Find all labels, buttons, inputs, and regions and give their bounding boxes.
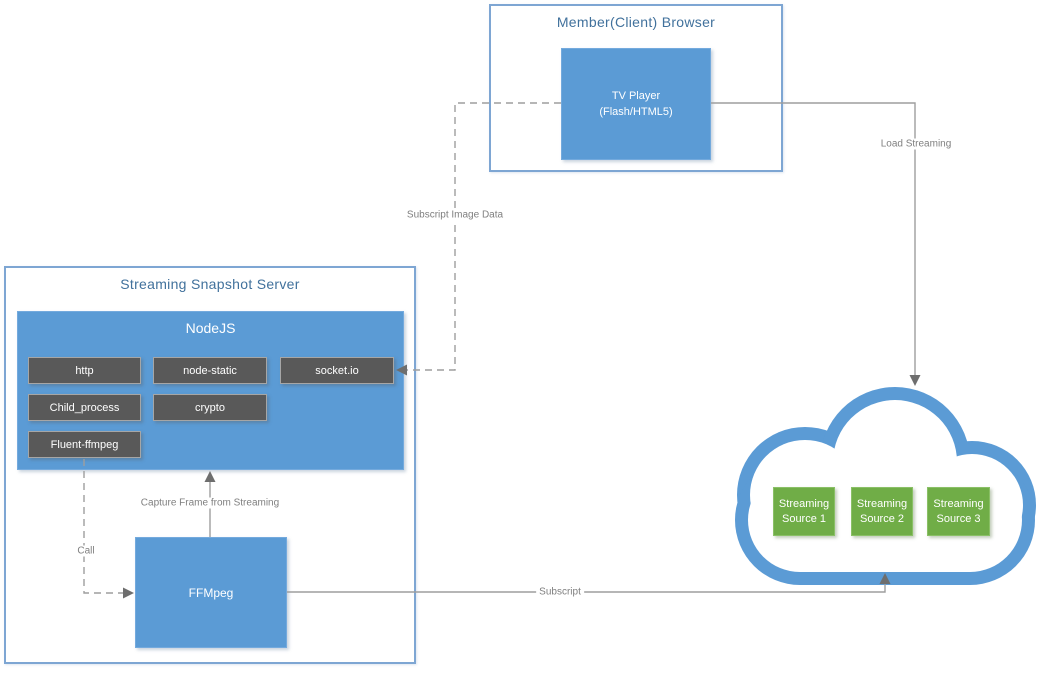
streaming-source-2-node: Streaming Source 2 [851,487,913,536]
streaming-source-1-line1: Streaming [778,497,830,510]
tv-player-label-line1: TV Player [611,90,661,102]
module-fluent-ffmpeg: Fluent-ffmpeg [28,431,141,458]
module-socket-io: socket.io [280,357,394,384]
module-crypto: crypto [153,394,267,421]
subscript-label: Subscript [536,586,584,598]
module-http: http [28,357,141,384]
arrowhead-into-cloud-bottom [879,573,891,584]
ffmpeg-node: FFMpeg [135,537,287,648]
streaming-source-3-line1: Streaming [933,497,984,510]
streaming-source-3-node: Streaming Source 3 [927,487,990,536]
capture-frame-label: Capture Frame from Streaming [137,497,283,509]
streaming-source-1-line2: Source 1 [781,512,827,525]
ffmpeg-label: FFMpeg [188,585,234,600]
member-browser-title: Member(Client) Browser [556,14,716,30]
module-node-static: node-static [153,357,267,384]
tv-player-label-line2: (Flash/HTML5) [599,106,673,118]
nodejs-title: NodeJS [185,320,236,336]
snapshot-server-title: Streaming Snapshot Server [120,276,300,292]
call-label: Call [74,545,98,557]
streaming-source-2-line2: Source 2 [859,512,905,525]
streaming-source-3-line2: Source 3 [936,512,981,525]
arrowhead-into-cloud-top [909,375,921,386]
load-streaming-label: Load Streaming [877,138,955,150]
streaming-source-1-node: Streaming Source 1 [773,487,835,536]
subscript-image-data-label: Subscript Image Data [403,209,507,221]
module-child-process: Child_process [28,394,141,421]
tv-player-node: TV Player (Flash/HTML5) [561,48,711,160]
cloud-icon [735,387,1036,585]
streaming-source-2-line1: Streaming [856,497,908,510]
